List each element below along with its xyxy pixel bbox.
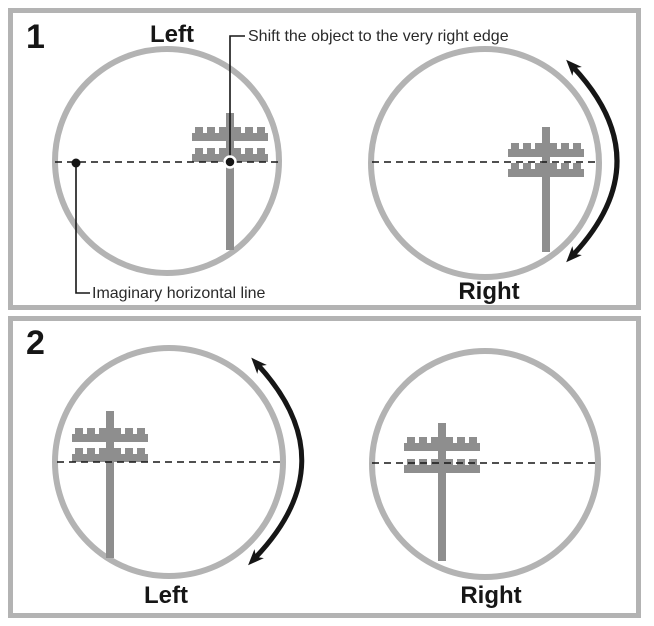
- step-number-1: 1: [26, 18, 45, 56]
- step-2-panel: [8, 316, 641, 618]
- step-number-2: 2: [26, 324, 45, 362]
- callout-shift-text: Shift the object to the very right edge: [248, 28, 509, 45]
- direction-label-left-1: Left: [150, 21, 194, 48]
- step-1-panel: [8, 8, 641, 310]
- direction-label-right-1: Right: [458, 278, 520, 305]
- direction-label-right-2: Right: [460, 582, 522, 609]
- direction-label-left-2: Left: [144, 582, 188, 609]
- callout-imaginary-text: Imaginary horizontal line: [92, 285, 266, 302]
